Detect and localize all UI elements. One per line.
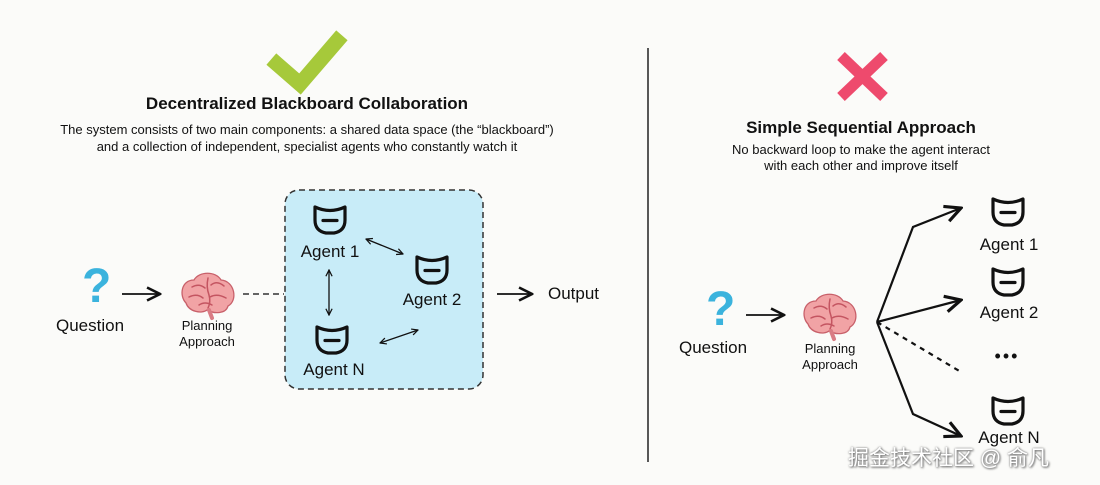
brain-icon (180, 271, 236, 320)
left-description-line2: and a collection of independent, special… (96, 139, 518, 154)
arrow-to-agent2 (876, 300, 961, 324)
check-icon (266, 30, 348, 95)
right-title: Simple Sequential Approach (746, 118, 976, 137)
brain-icon (802, 292, 858, 341)
question-icon: ? (706, 283, 736, 336)
right-description-line2: with each other and improve itself (764, 158, 958, 173)
arrow-agent1-agent2 (366, 239, 403, 254)
output-label: Output (548, 284, 600, 303)
right-question-label: Question (679, 338, 748, 357)
right-planning-label-line2: Approach (802, 357, 858, 372)
dashed-line-to-more-agents (876, 321, 962, 373)
arrow-to-agentN (875, 321, 961, 436)
arrow-agentN-agent2 (380, 330, 418, 343)
right-agent-1-label: Agent 1 (979, 235, 1039, 254)
question-icon: ? (82, 260, 112, 313)
right-description-line1: No backward loop to make the agent inter… (732, 142, 990, 157)
left-planning-label-line1: Planning (181, 318, 233, 333)
arrow-to-agent1 (875, 208, 961, 323)
more-agents-ellipsis: ••• (994, 346, 1020, 366)
left-agent-1-label: Agent 1 (300, 242, 360, 261)
left-title: Decentralized Blackboard Collaboration (145, 94, 469, 113)
agent-icon (991, 197, 1025, 227)
right-planning-label-line1: Planning (804, 341, 856, 356)
left-question-label: Question (56, 316, 125, 335)
left-planning-label-line2: Approach (179, 334, 235, 349)
agent-icon (991, 396, 1025, 426)
agent-icon (991, 267, 1025, 297)
watermark-text: 掘金技术社区 @ 俞凡 (848, 447, 1049, 470)
left-agent-2-label: Agent 2 (402, 290, 462, 309)
left-description-line1: The system consists of two main componen… (60, 122, 554, 137)
left-agent-n-label: Agent N (303, 360, 365, 379)
right-agent-n-label: Agent N (978, 428, 1040, 447)
cross-icon (837, 52, 888, 101)
right-agent-2-label: Agent 2 (979, 303, 1039, 322)
